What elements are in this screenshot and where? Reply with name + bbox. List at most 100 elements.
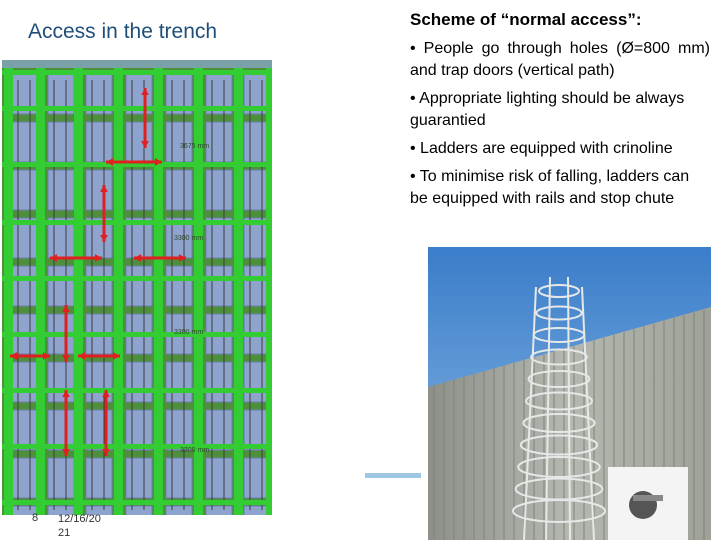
green-column <box>36 68 45 515</box>
bullet-list: • People go through holes (Ø=800 mm) and… <box>410 38 710 216</box>
green-beam <box>2 388 272 393</box>
dim-label: 3300 mm <box>174 329 203 336</box>
slide-title: Access in the trench <box>28 20 218 43</box>
panel <box>11 457 39 499</box>
panel <box>243 121 271 163</box>
panel <box>205 361 233 403</box>
panel <box>11 121 39 163</box>
green-beam <box>2 106 272 111</box>
cage-hoop <box>532 327 586 343</box>
panel <box>205 265 233 307</box>
panel <box>243 361 271 403</box>
panel <box>125 505 153 515</box>
slide-number: 8 <box>32 512 39 524</box>
double-arrow <box>102 390 110 456</box>
ladder-grid <box>17 80 263 510</box>
cage-hoop <box>525 391 593 411</box>
green-beam <box>2 162 272 167</box>
panel <box>205 409 233 451</box>
panel <box>11 265 39 307</box>
panel <box>205 457 233 499</box>
green-beam <box>2 70 272 75</box>
panel <box>85 505 113 515</box>
green-beam <box>2 500 272 505</box>
panel <box>11 361 39 403</box>
green-column <box>4 68 13 515</box>
bullet-holes: • People go through holes (Ø=800 mm) and… <box>410 40 710 79</box>
panel <box>47 169 75 211</box>
green-column <box>194 68 203 515</box>
cage-hoop <box>538 284 580 298</box>
cage-hoop <box>512 499 606 523</box>
panel <box>47 121 75 163</box>
green-column <box>266 68 272 515</box>
cage-hoop <box>519 434 599 456</box>
cage-bar <box>581 286 595 540</box>
panel <box>243 457 271 499</box>
panel <box>85 409 113 451</box>
cage-hoop <box>522 413 596 433</box>
panel <box>47 265 75 307</box>
bullet-rails: • To minimise risk of falling, ladders c… <box>410 168 690 207</box>
panel <box>165 169 193 211</box>
green-beams <box>2 68 272 515</box>
panel <box>243 505 271 515</box>
green-beam <box>2 220 272 225</box>
panel <box>243 409 271 451</box>
double-arrow <box>10 352 50 360</box>
panel <box>85 361 113 403</box>
bracket-detail <box>608 467 688 540</box>
panel <box>205 169 233 211</box>
double-arrow <box>62 390 70 456</box>
panel <box>243 265 271 307</box>
panel <box>165 409 193 451</box>
panel <box>11 505 39 515</box>
double-arrow <box>134 254 186 262</box>
double-arrow <box>106 158 162 166</box>
dim-label: 3300 mm <box>174 235 203 242</box>
panel <box>165 265 193 307</box>
panel <box>125 409 153 451</box>
green-beam <box>2 332 272 337</box>
slide-date: 12/16/20 21 <box>58 513 101 539</box>
cage-hoop <box>535 305 583 321</box>
double-arrow <box>50 254 102 262</box>
panel <box>125 361 153 403</box>
trench-render-image: 3675 mm 3300 mm 3300 mm 3300 mm <box>2 60 272 515</box>
cage-hoop <box>517 456 601 478</box>
panel <box>11 169 39 211</box>
double-arrow <box>78 352 120 360</box>
panel <box>85 265 113 307</box>
scheme-title: Scheme of “normal access”: <box>410 10 642 29</box>
panel <box>125 265 153 307</box>
panel <box>125 457 153 499</box>
cage-hoop <box>527 370 591 388</box>
green-column <box>74 68 83 515</box>
double-arrow <box>141 88 149 148</box>
panel <box>165 505 193 515</box>
panel <box>165 361 193 403</box>
double-arrow <box>62 305 70 362</box>
red-arrows <box>10 88 186 456</box>
bullet-lighting: • Appropriate lighting should be always … <box>410 90 685 129</box>
panel <box>47 409 75 451</box>
cage-hoop <box>530 348 588 366</box>
panel <box>47 457 75 499</box>
panel <box>47 505 75 515</box>
panel <box>165 121 193 163</box>
render-dimension-labels: 3675 mm 3300 mm 3300 mm 3300 mm <box>174 143 209 454</box>
double-arrow <box>100 185 108 242</box>
ladder-photo <box>428 247 711 540</box>
cage-bar <box>523 286 537 540</box>
panel <box>85 457 113 499</box>
green-column <box>234 68 243 515</box>
panel <box>205 121 233 163</box>
panel <box>47 361 75 403</box>
panel <box>125 169 153 211</box>
dim-label: 3675 mm <box>180 143 209 150</box>
panel <box>165 457 193 499</box>
bullet-crinoline: • Ladders are equipped with crinoline <box>410 140 673 157</box>
green-beam <box>2 276 272 281</box>
accent-bar <box>365 473 421 478</box>
dim-label: 3300 mm <box>180 447 209 454</box>
